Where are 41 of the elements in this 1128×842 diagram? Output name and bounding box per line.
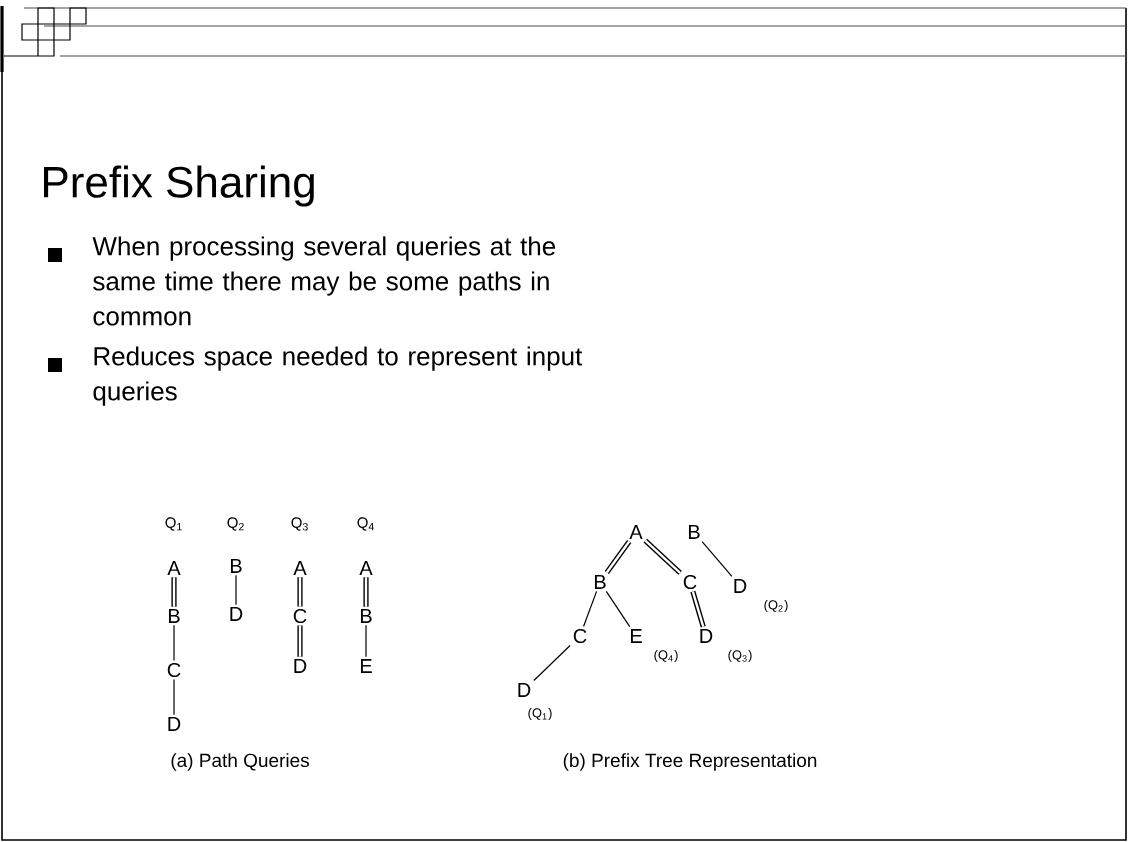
tree-letter: B xyxy=(594,575,606,589)
tree-line xyxy=(701,540,733,578)
tree-letter: C xyxy=(167,662,181,678)
tree-line xyxy=(365,624,367,658)
tree-letter: B xyxy=(168,609,180,623)
tree-letter: B xyxy=(230,559,242,573)
tree-letter: B xyxy=(360,609,372,623)
tree-line xyxy=(690,590,706,628)
slide-title: Prefix Sharing xyxy=(44,165,314,207)
tree-line xyxy=(297,577,303,607)
tree-letter: A xyxy=(359,561,373,575)
tree-line xyxy=(643,538,682,575)
tree-letter: A xyxy=(293,561,307,575)
tree-letter: D xyxy=(734,579,747,593)
tree-letter: B xyxy=(688,525,700,539)
tree-letter: D xyxy=(700,629,713,643)
tree-line xyxy=(582,590,598,628)
tree-line xyxy=(605,590,631,628)
tree-line xyxy=(533,644,571,682)
tree-letter: A xyxy=(629,525,643,539)
tree-letter: C xyxy=(683,574,697,590)
tree-letter: D xyxy=(230,607,243,621)
tree-letter: E xyxy=(630,629,642,643)
tree-line xyxy=(604,539,632,575)
tree-line xyxy=(363,577,369,607)
tree-line xyxy=(235,574,237,606)
tree-letter: A xyxy=(167,561,181,575)
tree-line xyxy=(173,624,175,662)
tree-line xyxy=(297,625,303,657)
bullet-text: Reduces space needed to represent input queries xyxy=(93,346,583,406)
figure-caption: (b) Prefix Tree Representation xyxy=(563,753,817,771)
tree-letter: D xyxy=(168,717,181,731)
tree-letter: D xyxy=(518,683,531,697)
bullet-text: When processing several queries at the same time there may be some paths in common xyxy=(92,236,556,326)
tree-letter: C xyxy=(573,628,587,644)
tree-letter: C xyxy=(293,608,307,624)
tree-letter: D xyxy=(294,659,307,673)
tree-line xyxy=(173,678,175,716)
tree-line xyxy=(171,577,177,607)
figure-caption: (a) Path Queries xyxy=(171,753,309,771)
tree-letter: E xyxy=(360,659,372,673)
